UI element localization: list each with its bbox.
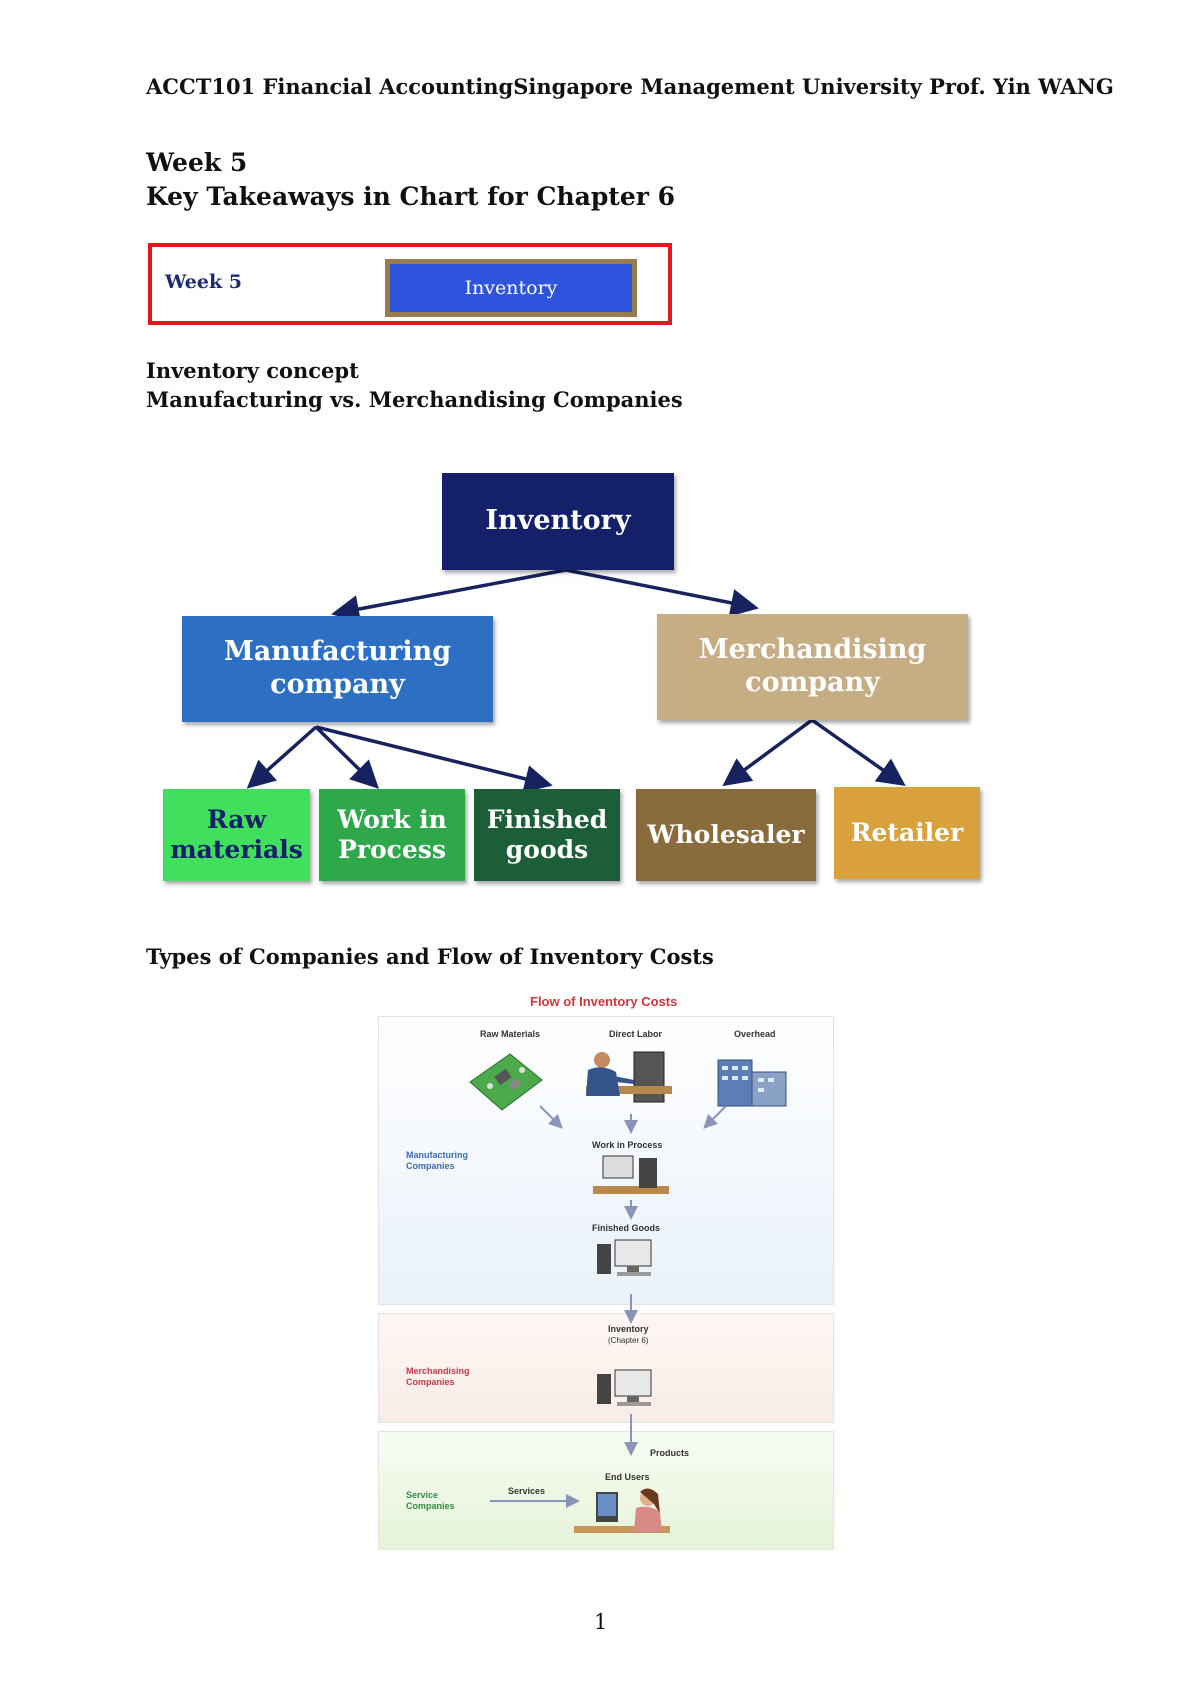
arrow-mfg-to-wip: [314, 725, 379, 789]
flow-title: Flow of Inventory Costs: [530, 994, 678, 1009]
wip-label-2: Process: [338, 835, 446, 864]
services-label: Services: [508, 1486, 546, 1496]
section-manufacturing-vs-merchandising: Manufacturing vs. Merchandising Companie…: [146, 387, 683, 412]
wholesaler-label: Wholesaler: [647, 819, 805, 849]
arrow-root-to-manufacturing: [331, 568, 567, 623]
raw-label-1: Raw: [206, 804, 267, 834]
merchandising-companies-line2: Companies: [406, 1377, 455, 1387]
raw-label-2: materials: [170, 835, 303, 864]
tree-work-in-process: Work in Process: [319, 789, 465, 881]
inventory-computer-icon: [597, 1369, 652, 1406]
wip-computer-icon: [593, 1155, 669, 1194]
week-nav-label: Week 5: [165, 271, 242, 293]
flow-arrows: [490, 1105, 727, 1508]
finished-goods-flow-label: Finished Goods: [592, 1223, 661, 1233]
worker-at-computer-icon: [586, 1051, 672, 1103]
service-companies-line2: Companies: [406, 1501, 455, 1511]
tree-manufacturing-company: Manufacturing company: [182, 616, 493, 722]
end-user-icon: [574, 1488, 670, 1533]
finished-label-2: goods: [505, 835, 589, 864]
products-label: Products: [650, 1448, 690, 1458]
chapter-note: (Chapter 6): [608, 1336, 649, 1345]
page-number: 1: [594, 1610, 608, 1634]
inventory-topic-label: Inventory: [390, 264, 632, 312]
arrow-merch-to-retailer: [810, 718, 906, 787]
arrow-raw-to-wip: [539, 1105, 563, 1129]
inventory-flow-label: Inventory: [608, 1324, 649, 1334]
tree-wholesaler: Wholesaler: [636, 789, 816, 881]
factory-building-icon: [717, 1059, 787, 1107]
end-users-label: End Users: [605, 1472, 650, 1482]
wip-flow-label: Work in Process: [592, 1140, 663, 1150]
finished-goods-computer-icon: [597, 1239, 652, 1276]
merchandising-companies-label: Merchandising Companies: [406, 1366, 470, 1388]
flow-figure: Flow of Inventory Costs Raw Materials Di…: [378, 990, 834, 1552]
arrow-root-to-merchandising: [565, 568, 759, 617]
tree-root-inventory: Inventory: [442, 473, 674, 570]
manufacturing-label-1: Manufacturing: [223, 636, 452, 668]
section-types-of-companies: Types of Companies and Flow of Inventory…: [146, 944, 714, 969]
merchandising-label-2: company: [745, 667, 880, 698]
retailer-label: Retailer: [850, 817, 964, 847]
arrow-merch-to-wholesaler: [722, 718, 814, 787]
merchandising-panel: [378, 1313, 834, 1423]
merchandising-label-1: Merchandising: [698, 634, 927, 666]
tree-retailer: Retailer: [834, 787, 980, 879]
key-takeaways-title: Key Takeaways in Chart for Chapter 6: [146, 182, 676, 211]
arrow-overhead-to-wip: [703, 1105, 727, 1129]
manufacturing-companies-label: Manufacturing Companies: [406, 1150, 468, 1172]
section-inventory-concept: Inventory concept: [146, 358, 359, 383]
circuit-board-icon: [469, 1053, 543, 1111]
merchandising-companies-line1: Merchandising: [406, 1366, 470, 1376]
manufacturing-companies-line2: Companies: [406, 1161, 455, 1171]
inventory-topic-button[interactable]: Inventory: [385, 259, 637, 317]
service-companies-line1: Service: [406, 1490, 439, 1500]
week-nav-frame: [148, 243, 672, 325]
week-title: Week 5: [146, 148, 248, 177]
arrow-mfg-to-raw: [246, 725, 318, 789]
tree-root-label: Inventory: [485, 505, 631, 537]
wip-label-1: Work in: [337, 804, 447, 834]
arrow-mfg-to-finished: [315, 725, 553, 793]
raw-materials-label: Raw Materials: [480, 1029, 541, 1039]
direct-labor-label: Direct Labor: [609, 1029, 663, 1039]
manufacturing-companies-line1: Manufacturing: [406, 1150, 468, 1160]
tree-finished-goods: Finished goods: [474, 789, 620, 881]
finished-label-1: Finished: [486, 804, 608, 834]
service-companies-label: Service Companies: [406, 1490, 455, 1512]
tree-merchandising-company: Merchandising company: [657, 614, 968, 720]
manufacturing-label-2: company: [270, 669, 405, 700]
page-header: ACCT101 Financial AccountingSingapore Ma…: [146, 74, 1114, 99]
overhead-label: Overhead: [734, 1029, 776, 1039]
tree-raw-materials: Raw materials: [163, 789, 310, 881]
